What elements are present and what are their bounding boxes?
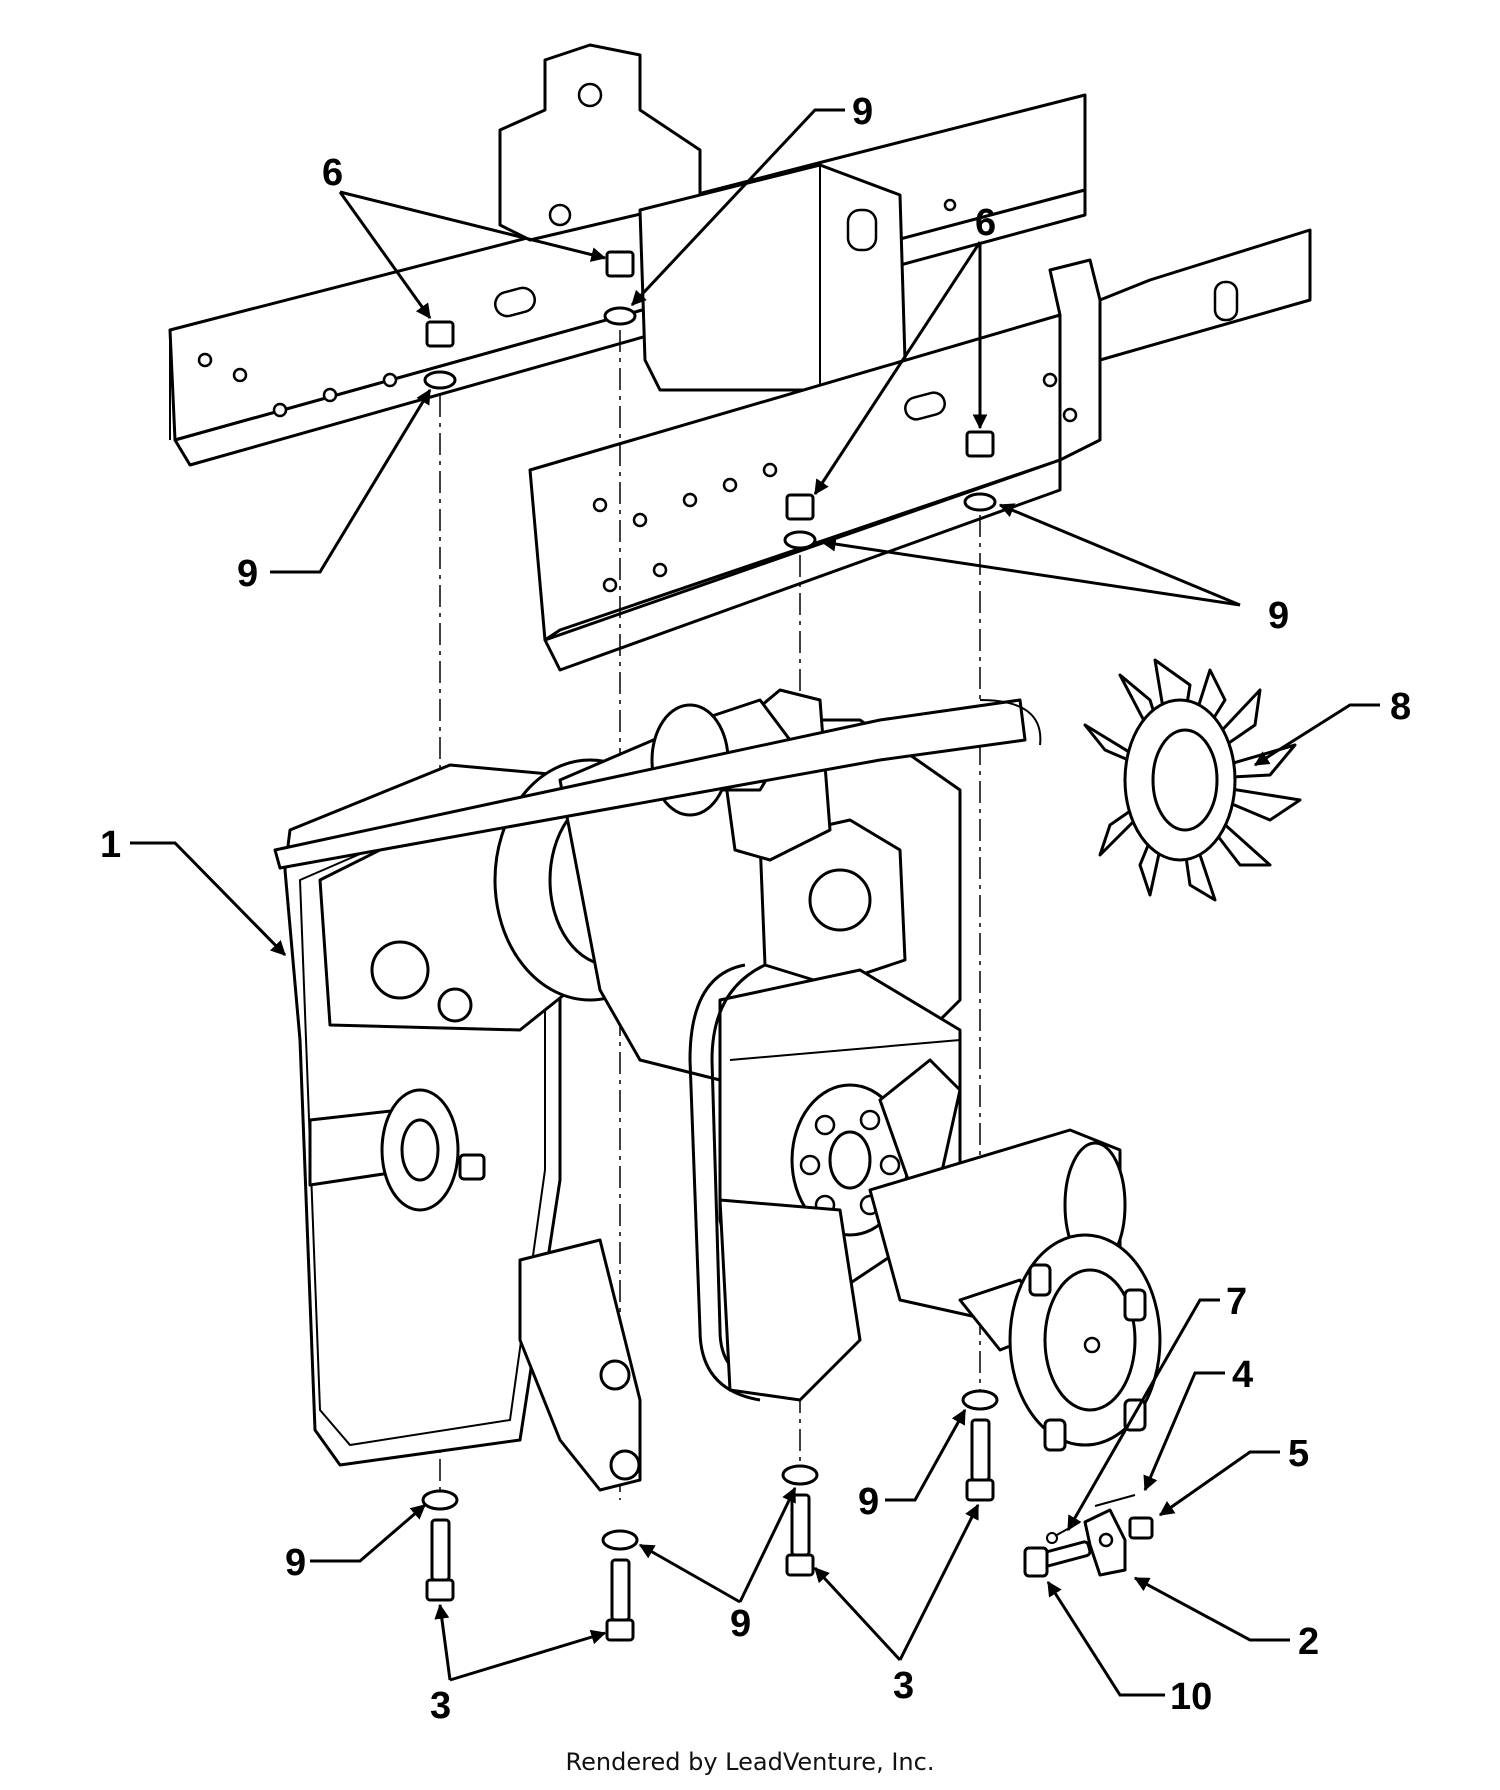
callout-5: 5 (1288, 1433, 1309, 1475)
flat-washers-top (423, 306, 997, 550)
bottom-washers (421, 1389, 999, 1551)
callout-6-left: 6 (322, 152, 343, 194)
callout-9-bottom-right: 9 (858, 1481, 879, 1523)
callout-6-right: 6 (975, 202, 996, 244)
callout-9-right: 9 (1268, 595, 1289, 637)
callout-1: 1 (100, 824, 121, 866)
frame-crossmember (638, 163, 907, 392)
brake-hardware (1023, 1494, 1154, 1578)
callout-3-right: 3 (893, 1665, 914, 1707)
callout-2: 2 (1298, 1621, 1319, 1663)
callout-9-left: 9 (237, 553, 258, 595)
leader-lines (130, 108, 1380, 1697)
callout-10: 10 (1170, 1676, 1212, 1718)
callout-7: 7 (1226, 1281, 1247, 1323)
callout-4: 4 (1232, 1354, 1253, 1396)
callout-8: 8 (1390, 686, 1411, 728)
callout-9-bottom-left: 9 (285, 1542, 306, 1584)
callout-9-bottom-center: 9 (730, 1603, 751, 1645)
render-credit: Rendered by LeadVenture, Inc. (565, 1748, 935, 1776)
hex-nuts (425, 250, 995, 521)
cooling-fan (1083, 658, 1302, 902)
frame-rail-front (528, 228, 1312, 672)
transaxle-assembly (273, 688, 1162, 1492)
callout-3-left: 3 (430, 1685, 451, 1727)
hex-bolts (425, 1418, 995, 1642)
callout-labels: 6 9 6 9 9 8 1 7 4 5 9 9 9 2 3 3 10 (100, 91, 1411, 1727)
callout-9-top: 9 (852, 91, 873, 133)
